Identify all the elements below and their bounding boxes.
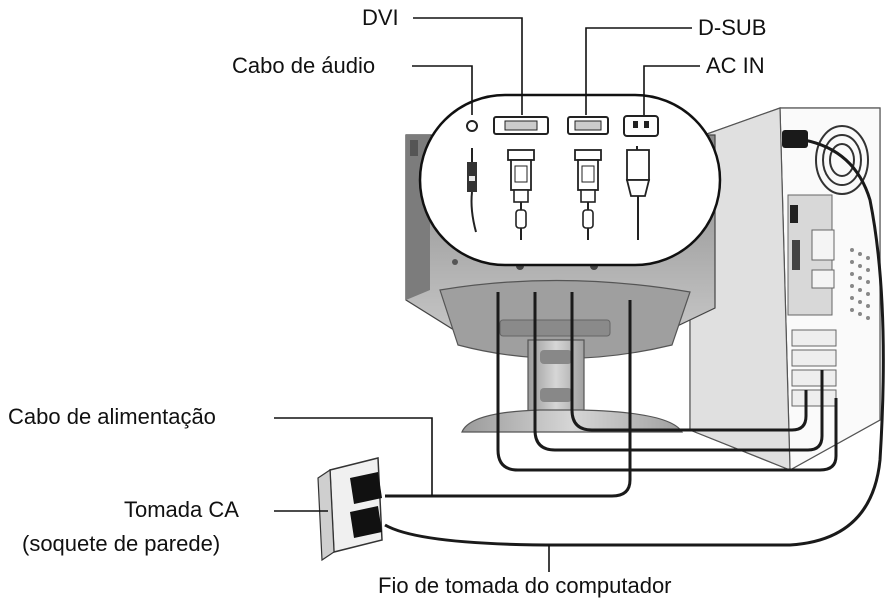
cables bbox=[384, 138, 885, 547]
ac-plug-icon bbox=[625, 146, 651, 240]
ac-outlet-label: Tomada CA bbox=[124, 497, 239, 522]
audio-cable-label: Cabo de áudio bbox=[232, 53, 376, 78]
dsub-label: D-SUB bbox=[698, 15, 767, 40]
connector-panel bbox=[418, 93, 722, 267]
dsub-plug-icon bbox=[574, 149, 602, 240]
audio-port-icon bbox=[466, 120, 478, 132]
ac-in-port-icon bbox=[623, 115, 659, 137]
fan-icon bbox=[815, 125, 869, 195]
plug-icon-2 bbox=[350, 506, 382, 538]
computer-plug-wire-label: Fio de tomada do computador bbox=[378, 573, 672, 598]
ac-in-label: AC IN bbox=[706, 53, 765, 78]
wall-outlet bbox=[317, 457, 383, 562]
dvi-label: DVI bbox=[362, 5, 399, 30]
power-cable-label: Cabo de alimentação bbox=[8, 404, 216, 429]
monitor-stand bbox=[461, 339, 684, 433]
audio-plug-icon bbox=[467, 148, 477, 233]
dvi-plug-icon bbox=[507, 149, 535, 240]
plug-icon bbox=[350, 472, 382, 504]
computer-tower bbox=[689, 107, 881, 472]
wall-socket-label: (soquete de parede) bbox=[22, 531, 221, 556]
leader-lines bbox=[274, 17, 700, 572]
